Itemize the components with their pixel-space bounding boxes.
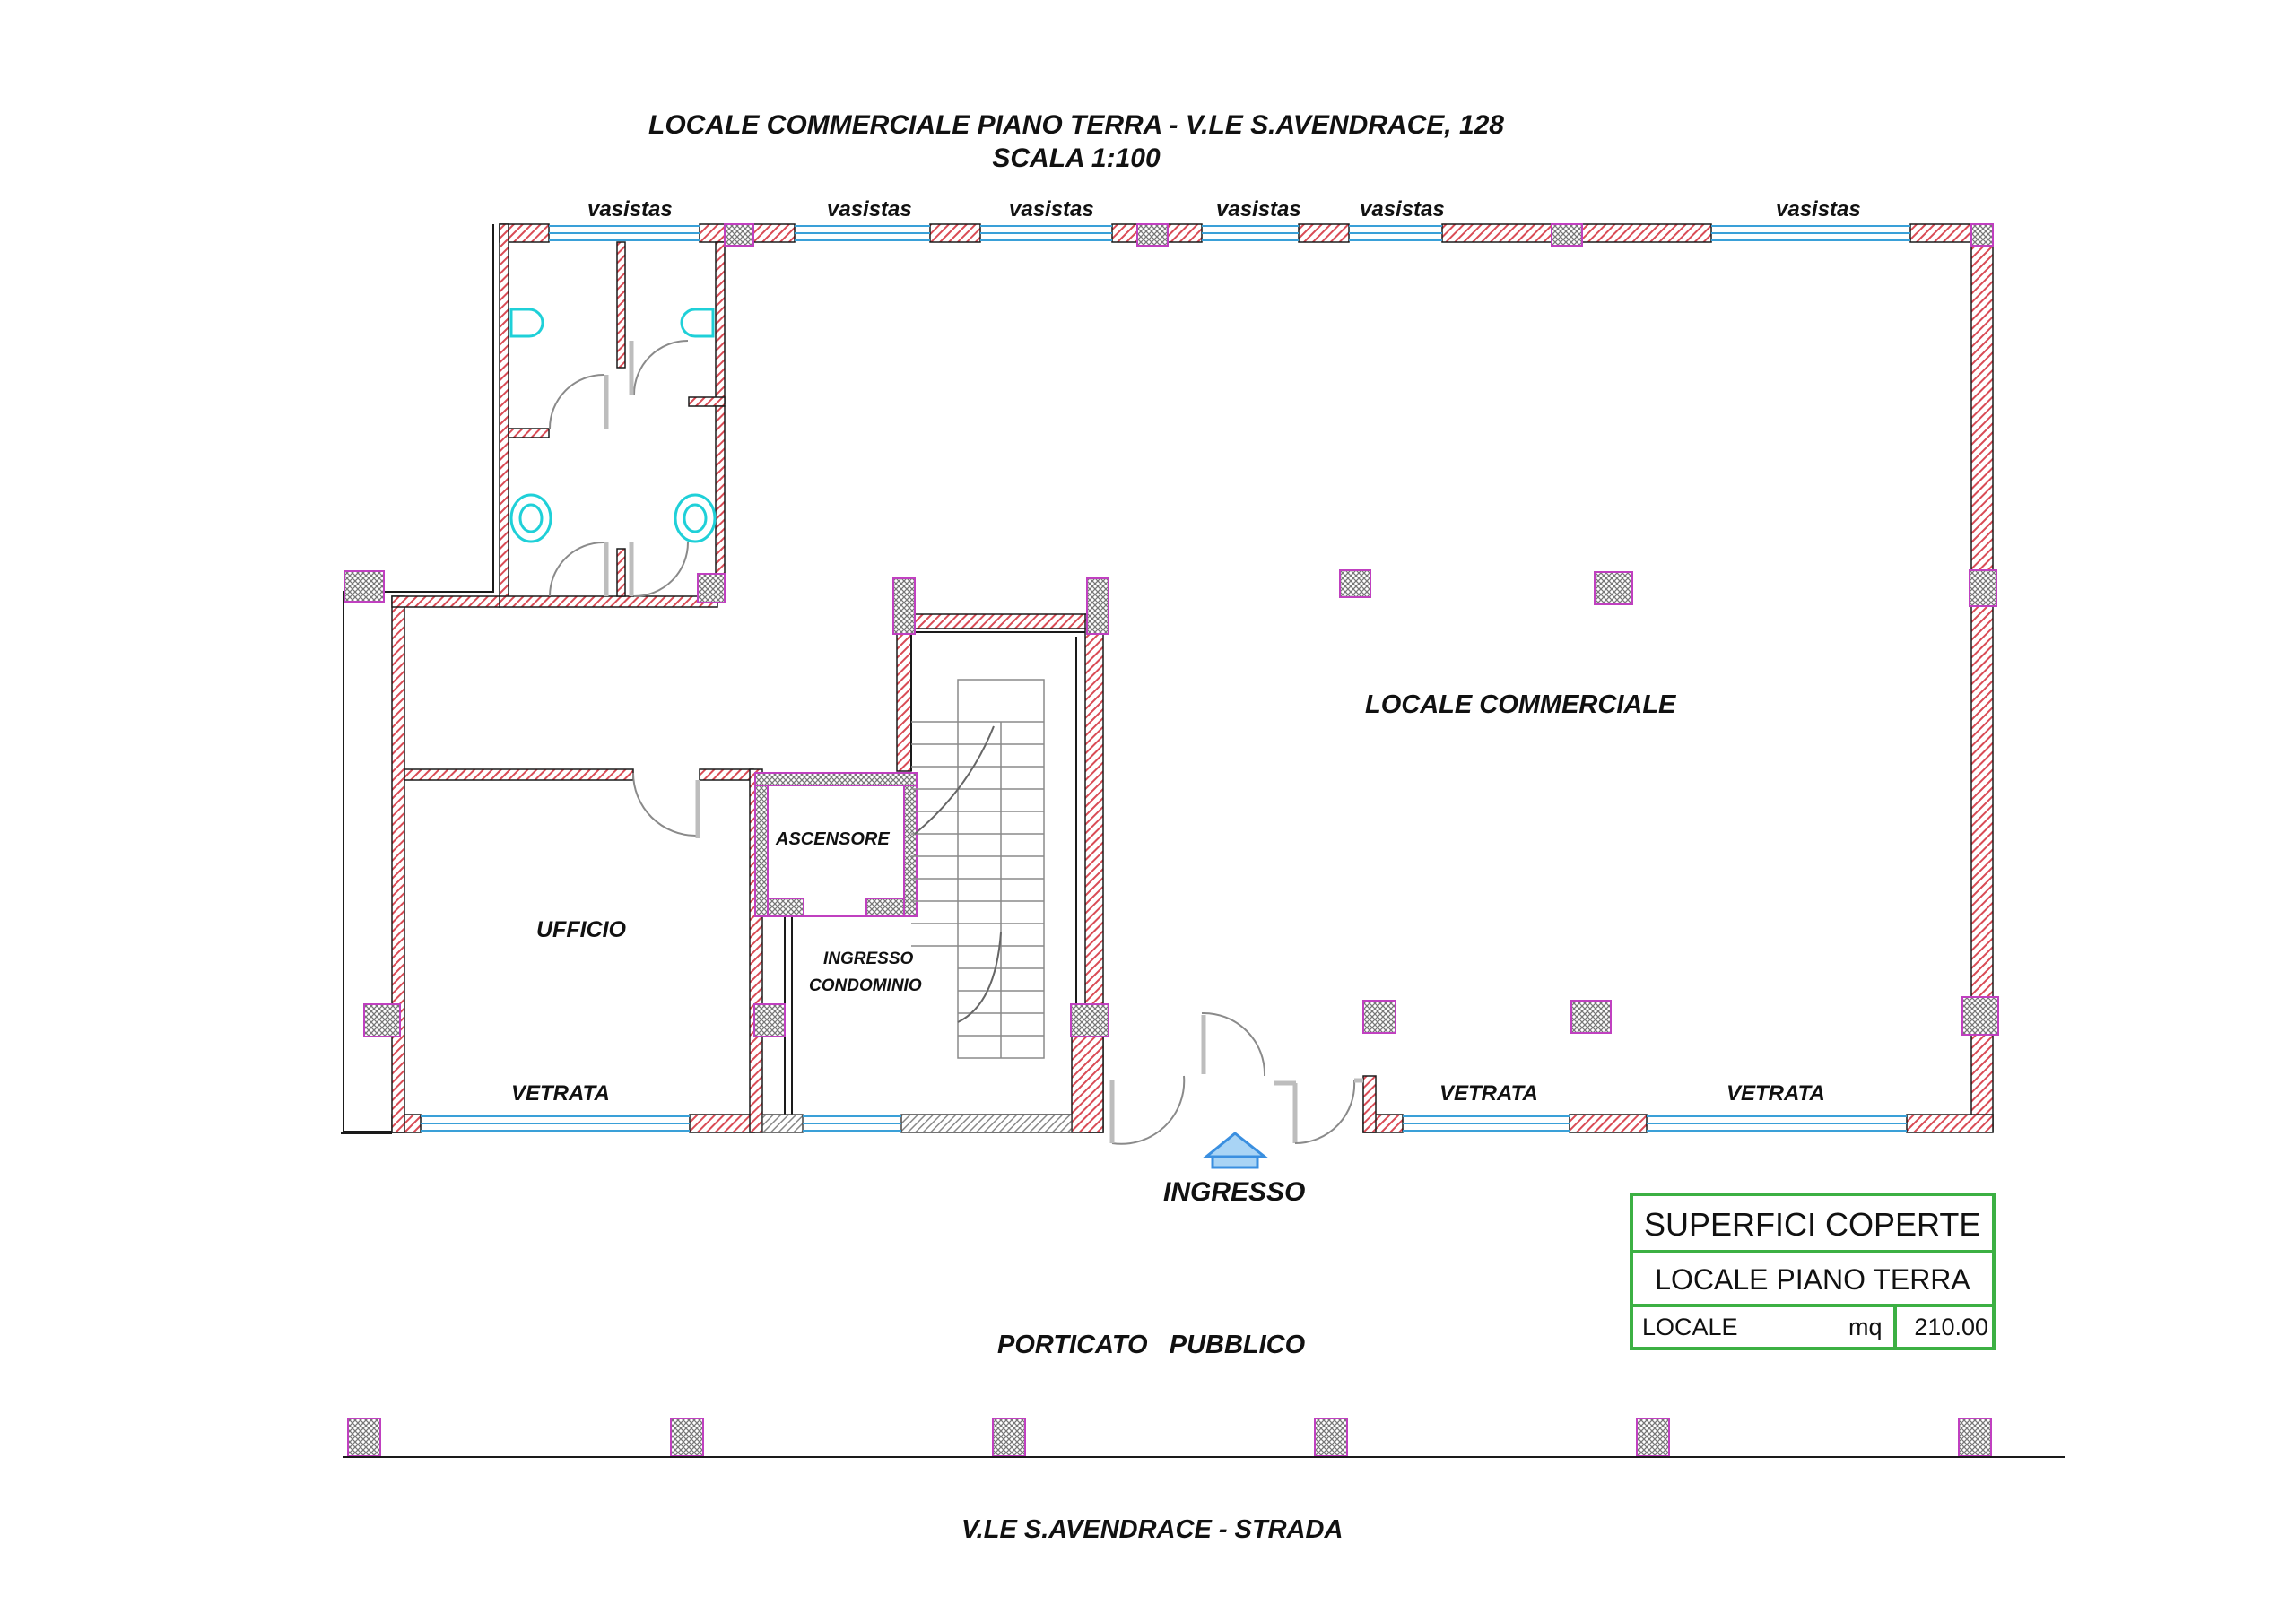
legend-row-label: LOCALE bbox=[1642, 1314, 1738, 1340]
window-label-1: vasistas bbox=[587, 197, 673, 221]
drawing-scale: SCALA 1:100 bbox=[992, 143, 1161, 173]
room-label-ascensore: ASCENSORE bbox=[776, 829, 890, 849]
glazing-label-2: VETRATA bbox=[1439, 1081, 1538, 1106]
sills bbox=[761, 1114, 1073, 1133]
ground-lines bbox=[341, 1132, 2065, 1458]
porch-label: PORTICATO PUBBLICO bbox=[997, 1331, 1306, 1359]
legend-row: LOCALE mq 210.00 bbox=[1633, 1307, 1992, 1347]
surface-legend-table: SUPERFICI COPERTE LOCALE PIANO TERRA LOC… bbox=[1630, 1193, 1996, 1350]
window-label-5: vasistas bbox=[1360, 197, 1445, 221]
doors bbox=[549, 340, 1363, 1145]
room-label-ingresso-condominio-2: CONDOMINIO bbox=[809, 976, 922, 995]
room-label-locale-commerciale: LOCALE COMMERCIALE bbox=[1365, 690, 1676, 719]
room-label-ingresso-condominio-1: INGRESSO bbox=[823, 950, 914, 968]
legend-row-value: 210.00 bbox=[1893, 1307, 1992, 1347]
window-label-2: vasistas bbox=[827, 197, 912, 221]
room-label-ufficio: UFFICIO bbox=[536, 917, 626, 942]
glazing-label-1: VETRATA bbox=[511, 1081, 610, 1106]
legend-subtitle: LOCALE PIANO TERRA bbox=[1633, 1253, 1992, 1307]
window-label-4: vasistas bbox=[1216, 197, 1301, 221]
legend-row-unit: mq bbox=[1848, 1314, 1883, 1340]
drawing-title: LOCALE COMMERCIALE PIANO TERRA - V.LE S.… bbox=[648, 110, 1504, 140]
entrance-arrow-icon bbox=[1202, 1132, 1269, 1169]
glazing-label-3: VETRATA bbox=[1726, 1081, 1825, 1106]
inner-lines bbox=[343, 224, 1085, 1132]
window-label-6: vasistas bbox=[1776, 197, 1861, 221]
street-label: V.LE S.AVENDRACE - STRADA bbox=[961, 1515, 1344, 1544]
sanitary-fixtures bbox=[509, 308, 717, 543]
walls bbox=[391, 223, 1994, 1133]
window-label-3: vasistas bbox=[1009, 197, 1094, 221]
windows bbox=[421, 225, 1910, 1132]
stairs bbox=[911, 679, 1045, 1059]
legend-title: SUPERFICI COPERTE bbox=[1633, 1196, 1992, 1253]
entrance-label: INGRESSO bbox=[1163, 1177, 1306, 1207]
columns bbox=[344, 223, 1999, 1457]
